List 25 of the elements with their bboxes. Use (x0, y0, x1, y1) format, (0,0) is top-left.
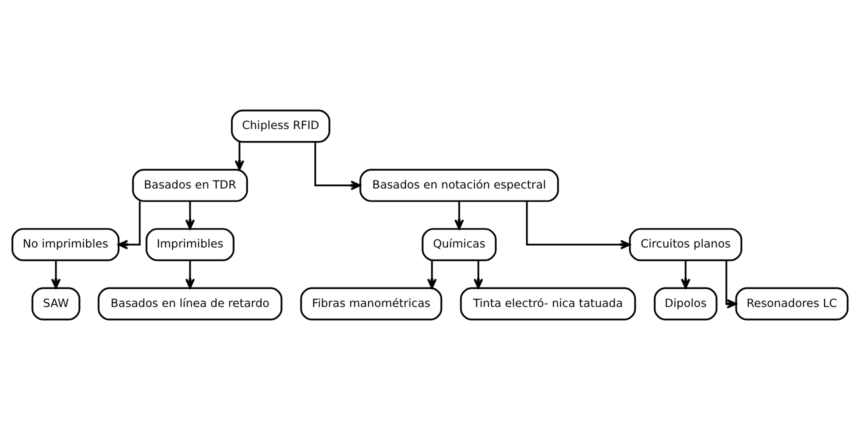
node-box: Tinta electró- nica tatuada (460, 286, 636, 320)
arrow (474, 260, 484, 288)
node-box: Fibras manométricas (300, 286, 442, 320)
arrow (427, 260, 437, 288)
node-box: SAW (32, 286, 80, 320)
arrow (234, 142, 244, 170)
node-box: Chipless RFID (230, 109, 330, 142)
arrow (314, 142, 361, 190)
arrow (185, 260, 195, 288)
arrow (185, 200, 195, 230)
arrow (526, 200, 631, 249)
node-box: Basados en TDR (132, 168, 248, 202)
node-box: Resonadores LC (735, 286, 848, 320)
node-box: Basados en notación espectral (359, 168, 559, 202)
arrow (51, 260, 61, 288)
arrow (725, 260, 737, 308)
node-box: Dipolos (654, 286, 718, 320)
arrow (118, 200, 141, 249)
node-box: Circuitos planos (629, 228, 742, 261)
node-box: Imprimibles (146, 228, 234, 261)
node-box: Químicas (422, 228, 497, 261)
arrow (680, 260, 690, 288)
node-box: No imprimibles (12, 228, 120, 261)
node-box: Basados en línea de retardo (98, 286, 282, 320)
arrow (454, 200, 464, 230)
